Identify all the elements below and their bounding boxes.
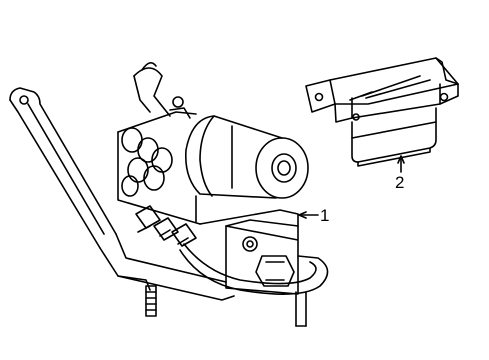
callout-1: 1 bbox=[320, 206, 330, 225]
hydraulic-unit-assembly bbox=[9, 62, 329, 327]
mounting-stud bbox=[145, 285, 157, 317]
motor-end-cap bbox=[255, 137, 309, 199]
bracket-bolt bbox=[352, 113, 360, 121]
callout-2: 2 bbox=[395, 173, 405, 192]
leader-1-arrow bbox=[298, 211, 307, 219]
hex-fitting bbox=[255, 255, 295, 287]
bracket-hole-right bbox=[439, 92, 449, 102]
port-fitting bbox=[242, 236, 258, 252]
leader-2-arrow bbox=[397, 155, 405, 164]
bracket-hole-left bbox=[314, 92, 324, 102]
control-module-with-bracket bbox=[305, 57, 459, 167]
arm-hole bbox=[19, 95, 29, 105]
